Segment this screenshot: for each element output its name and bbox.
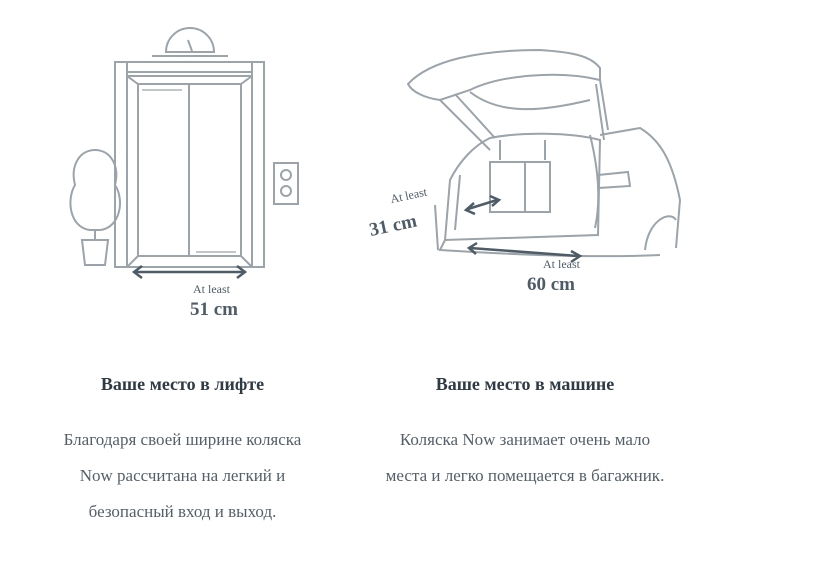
- elevator-title: Ваше место в лифте: [100, 374, 265, 394]
- description-line: места и легко помещается в багажник.: [385, 466, 665, 485]
- car-width-caption: At least: [543, 257, 580, 271]
- description-line: Благодаря своей ширине коляска: [63, 430, 302, 449]
- elevator-call-buttons: [273, 162, 299, 205]
- clock-icon: [152, 27, 228, 57]
- plant-icon: [69, 148, 121, 266]
- width-arrow-elevator: [131, 265, 248, 279]
- car-title: Ваше место в машине: [435, 374, 615, 394]
- description-line: Now рассчитана на легкий и: [79, 466, 286, 485]
- elevator-measure-caption: At least: [193, 282, 230, 296]
- elevator-measure-value: 51 cm: [190, 299, 239, 320]
- width-arrow-car: [466, 241, 583, 264]
- depth-arrow-car: [463, 194, 502, 216]
- car-description: Коляска Now занимает очень мало места и …: [345, 422, 705, 494]
- car-illustration: [406, 48, 682, 258]
- elevator-description: Благодаря своей ширине коляска Now рассч…: [20, 422, 345, 530]
- car-width-value: 60 cm: [527, 274, 576, 295]
- description-line: безопасный вход и выход.: [88, 502, 277, 521]
- description-line: Коляска Now занимает очень мало: [399, 430, 651, 449]
